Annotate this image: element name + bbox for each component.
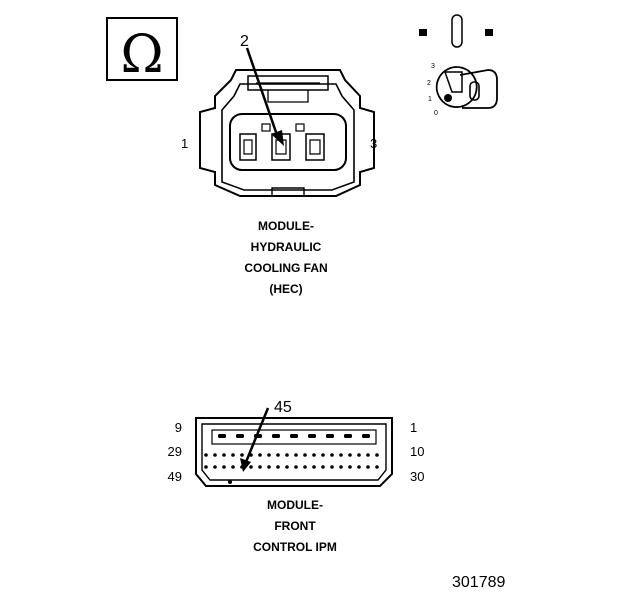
ipm-pin-bottom xyxy=(204,465,208,469)
ignition-key-icon: 3 2 1 0 xyxy=(427,63,498,117)
hec-pin-right-label: 3 xyxy=(370,136,377,151)
ipm-pin-top xyxy=(308,434,316,438)
ipm-row-right-label-3: 30 xyxy=(410,469,424,484)
hec-connector: 2 1 3 xyxy=(181,33,377,197)
ohmmeter-icon: Ω xyxy=(106,17,178,85)
ipm-connector: 45 9 29 49 1 10 30 xyxy=(168,399,424,487)
ipm-caption-line-2: FRONT xyxy=(274,519,316,533)
ipm-pin-bottom xyxy=(312,465,316,469)
hec-caption-line-2: HYDRAULIC xyxy=(251,240,322,254)
ipm-row-left-label-1: 9 xyxy=(175,420,182,435)
ipm-callout-label: 45 xyxy=(274,399,292,416)
ipm-row-right-label-2: 10 xyxy=(410,444,424,459)
ipm-pin-middle xyxy=(375,453,379,457)
ipm-pin-middle xyxy=(321,453,325,457)
key-position-0: 0 xyxy=(434,110,438,117)
ipm-pin-middle xyxy=(231,453,235,457)
ipm-pin-middle xyxy=(339,453,343,457)
hec-terminal-1 xyxy=(239,133,257,161)
hec-caption-line-4: (HEC) xyxy=(269,282,302,296)
ipm-pin-bottom xyxy=(213,465,217,469)
ipm-caption: MODULE- FRONT CONTROL IPM xyxy=(253,498,337,554)
ipm-pin-middle xyxy=(276,453,280,457)
ipm-pin-bottom xyxy=(285,465,289,469)
hec-caption-line-1: MODULE- xyxy=(258,219,314,233)
figure-number: 301789 xyxy=(452,574,505,591)
ipm-pin-top xyxy=(236,434,244,438)
ipm-pin-bottom xyxy=(330,465,334,469)
ipm-pin-bottom xyxy=(375,465,379,469)
ipm-pin-bottom xyxy=(357,465,361,469)
ipm-pin-bottom xyxy=(258,465,262,469)
ipm-pin-bottom xyxy=(222,465,226,469)
ipm-pin-top xyxy=(362,434,370,438)
ipm-pin-middle xyxy=(303,453,307,457)
ipm-row-left-label-3: 49 xyxy=(168,469,182,484)
hec-callout-label: 2 xyxy=(240,33,249,50)
ipm-pin-middle xyxy=(240,453,244,457)
ipm-pin-middle xyxy=(204,453,208,457)
ipm-pin-top xyxy=(344,434,352,438)
hec-pin-left-label: 1 xyxy=(181,136,188,151)
ipm-pin-middle xyxy=(222,453,226,457)
ipm-row-right-label-1: 1 xyxy=(410,420,417,435)
ipm-pin-bottom xyxy=(294,465,298,469)
ipm-pin-middle xyxy=(330,453,334,457)
ipm-pin-top xyxy=(290,434,298,438)
key-position-3: 3 xyxy=(431,63,435,70)
ipm-pin-middle xyxy=(267,453,271,457)
ipm-pin-middle xyxy=(312,453,316,457)
ipm-pin-middle xyxy=(285,453,289,457)
ignition-off-icon xyxy=(419,14,493,48)
ipm-caption-line-3: CONTROL IPM xyxy=(253,540,337,554)
ipm-pin-middle xyxy=(366,453,370,457)
ipm-row-left-label-2: 29 xyxy=(168,444,182,459)
ipm-pin-top xyxy=(272,434,280,438)
key-position-1: 1 xyxy=(428,96,432,103)
ipm-pin-bottom xyxy=(249,465,253,469)
ipm-pin-bottom xyxy=(366,465,370,469)
ipm-pin-middle xyxy=(258,453,262,457)
ipm-pin-bottom xyxy=(276,465,280,469)
ipm-pin-middle xyxy=(348,453,352,457)
ipm-pin-bottom xyxy=(303,465,307,469)
key-position-2: 2 xyxy=(427,80,431,87)
ipm-pin-field xyxy=(204,434,379,469)
ipm-pin-middle xyxy=(213,453,217,457)
ipm-pin-bottom xyxy=(321,465,325,469)
ipm-pin-top xyxy=(218,434,226,438)
ipm-pin-bottom xyxy=(339,465,343,469)
ipm-pin-middle xyxy=(357,453,361,457)
hec-terminal-3 xyxy=(305,133,325,161)
hec-caption-line-3: COOLING FAN xyxy=(244,261,327,275)
ipm-caption-line-1: MODULE- xyxy=(267,498,323,512)
ipm-pin-middle xyxy=(294,453,298,457)
ipm-pin-top xyxy=(326,434,334,438)
ipm-pin-bottom xyxy=(267,465,271,469)
hec-caption: MODULE- HYDRAULIC COOLING FAN (HEC) xyxy=(244,219,327,296)
ohm-symbol: Ω xyxy=(120,25,163,85)
ipm-pin-bottom xyxy=(348,465,352,469)
ipm-pin-bottom xyxy=(231,465,235,469)
